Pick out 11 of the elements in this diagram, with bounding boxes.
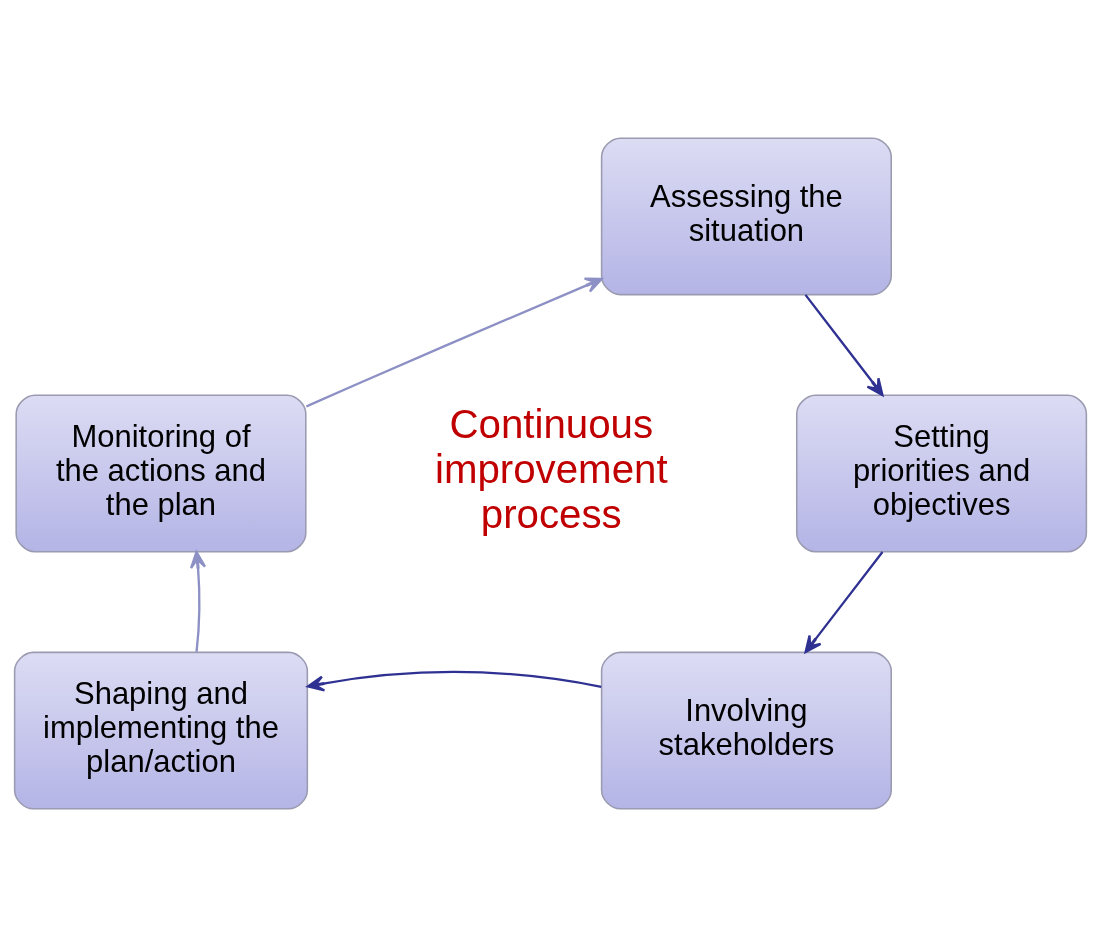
arrow [189,550,207,652]
node-box: Assessing the situation [600,136,892,295]
label: Continuous improvement process [434,401,668,537]
node-box: Involving stakeholders [600,651,892,810]
arrow [306,670,602,692]
arrow [305,276,603,407]
node-box: Setting priorities and objectives [795,394,1088,552]
node-box: Monitoring of the actions and the plan [15,394,307,552]
arrow [804,293,884,396]
node-box: Shaping and implementing the plan/action [13,651,309,810]
arrow [804,550,884,653]
